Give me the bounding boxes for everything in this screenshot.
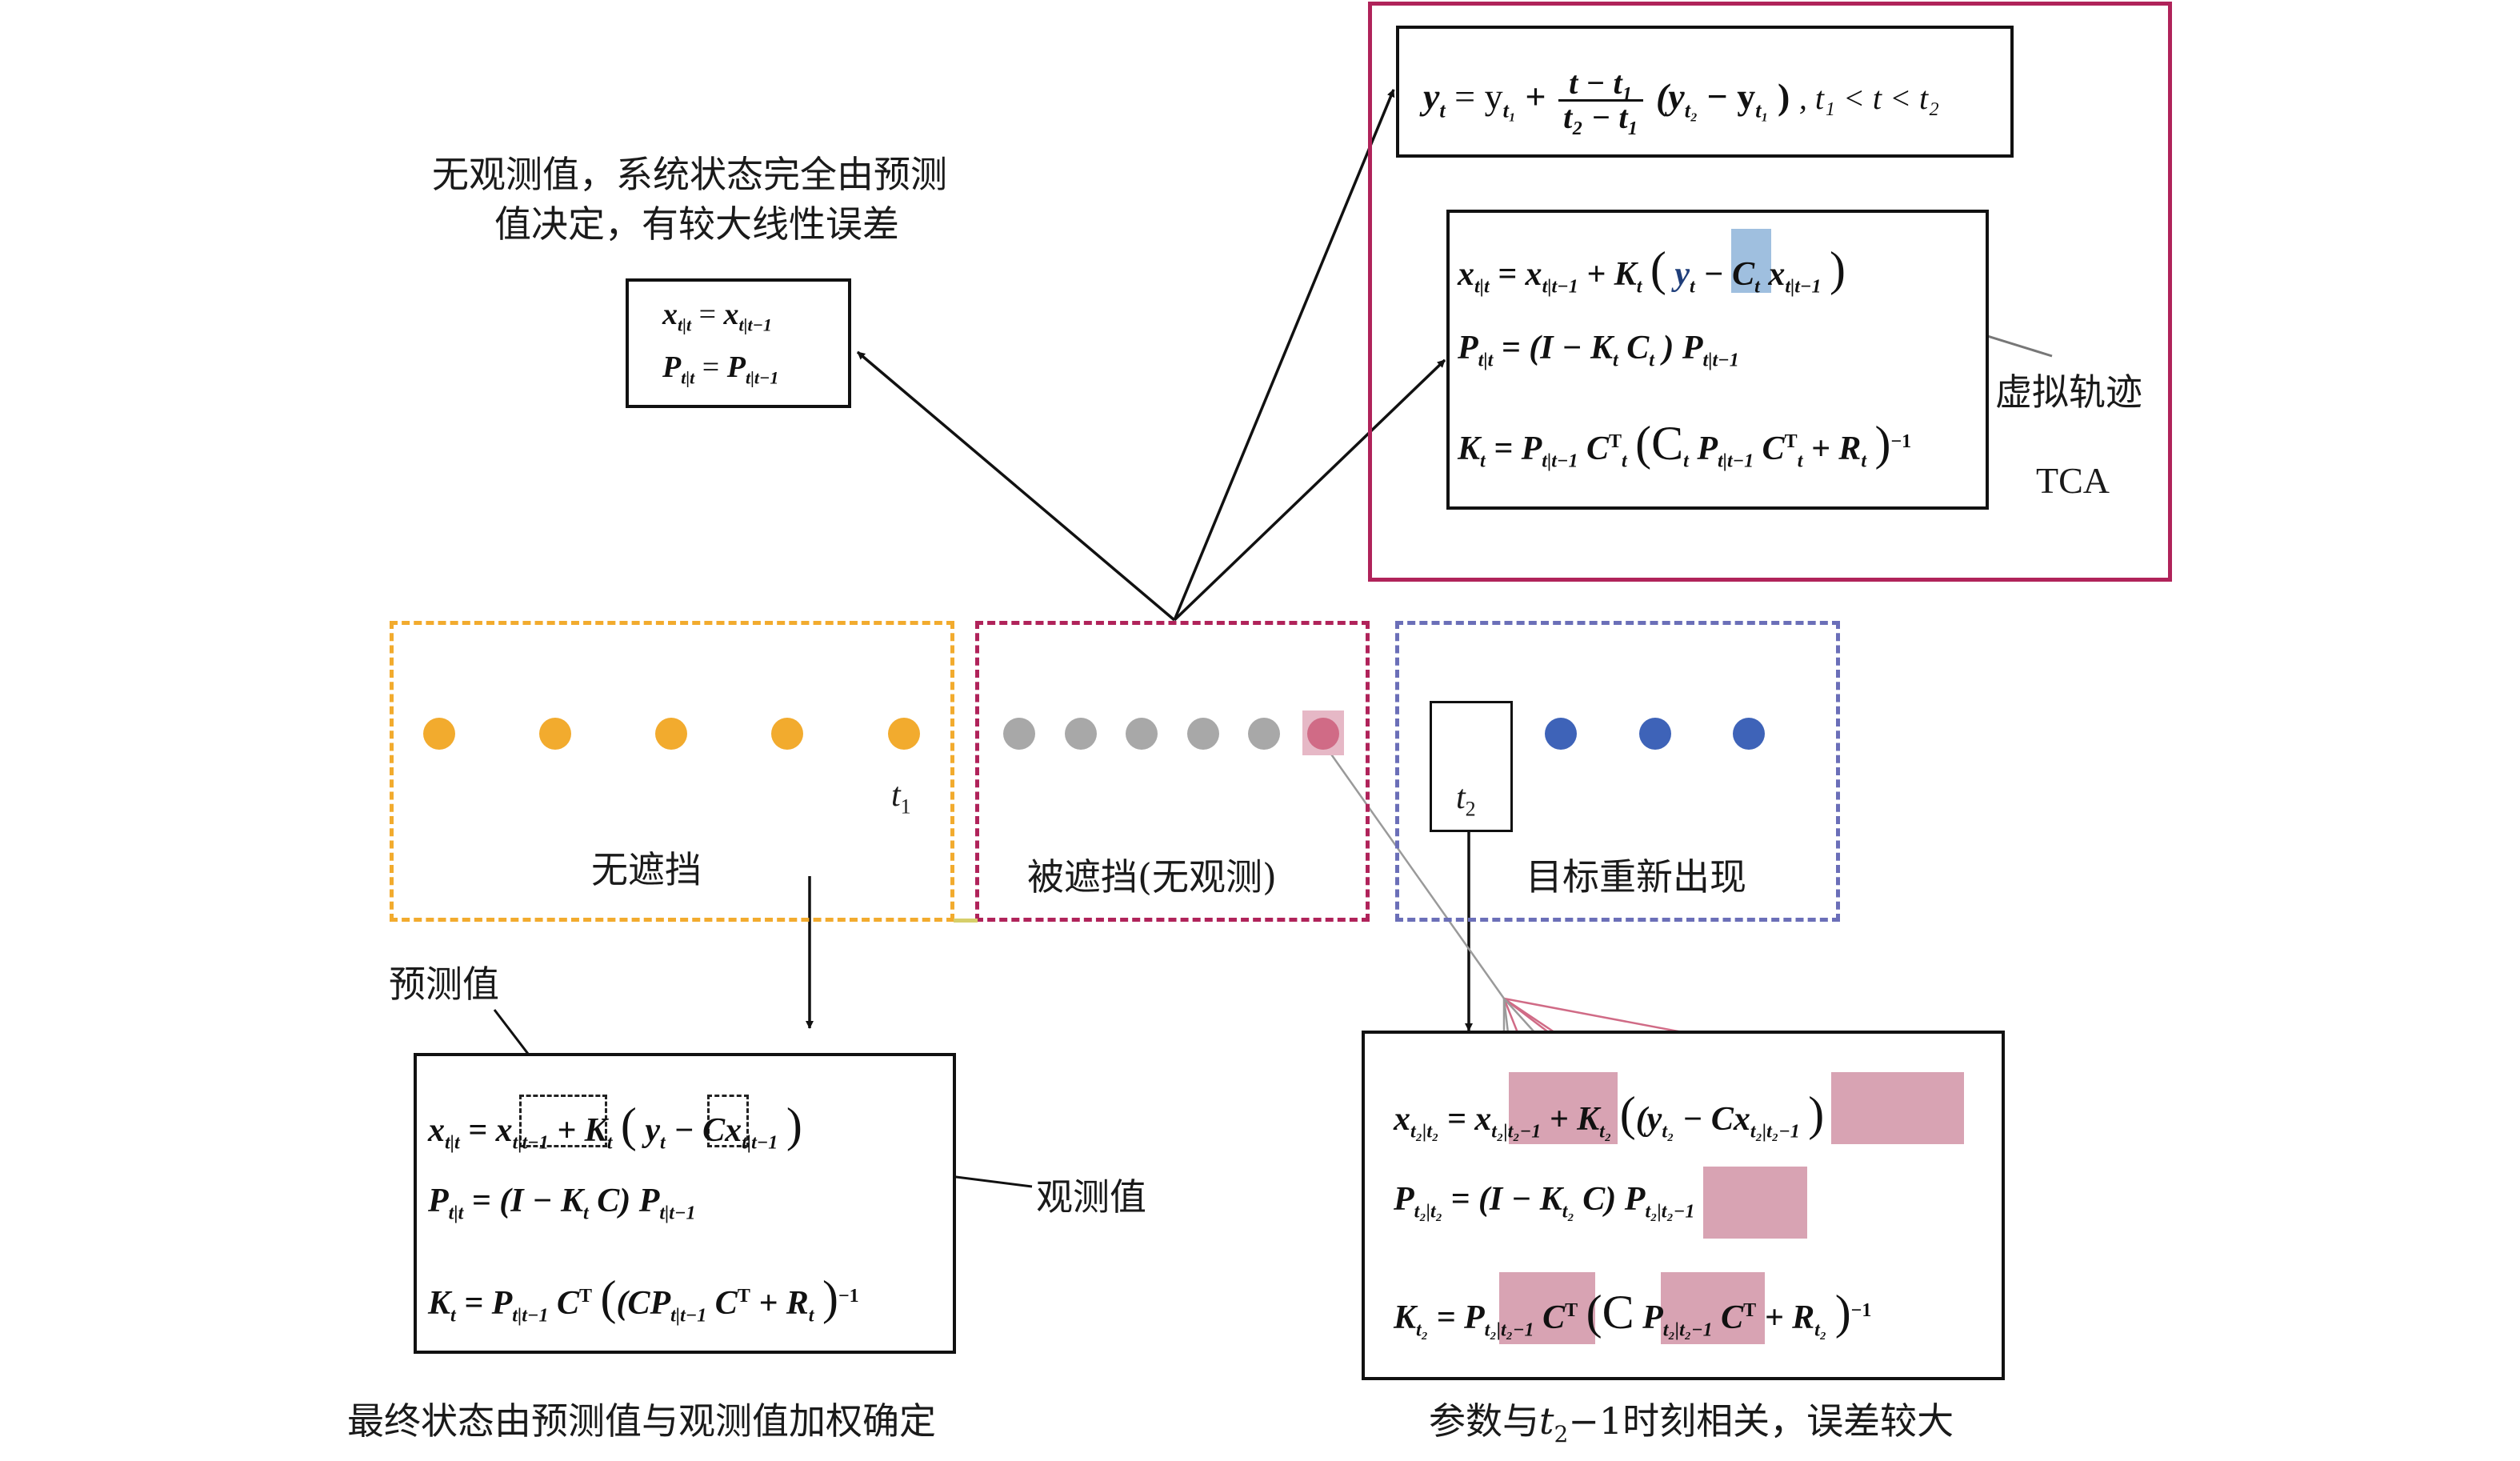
- track-dot-unoccluded-4: [771, 718, 803, 750]
- predicted-value-label: 预测值: [389, 963, 499, 1006]
- interpolation-box: yt = yt₁ + t − t₁ t₂ − t₁ (yt₂ − yt₁ ) ,…: [1396, 26, 2014, 158]
- track-dot-occluded-5: [1248, 718, 1280, 750]
- predicted-term-marker: [519, 1095, 607, 1147]
- bottom-right-caption: 参数与t2−1时刻相关，误差较大: [1429, 1399, 1954, 1448]
- reappear-gain-eq: Kt₂ = Pt₂|t₂−1 CT (C Pt₂|t₂−1 CT + Rt₂ )…: [1394, 1286, 1872, 1341]
- highlight-prior-cov-3: [1661, 1272, 1765, 1344]
- panel-unoccluded: 无遮挡: [390, 621, 954, 922]
- standard-gain-eq: Kt = Pt|t−1 CT ((CPt|t−1 CT + Rt )−1: [428, 1271, 859, 1327]
- track-dot-unoccluded-3: [655, 718, 687, 750]
- no-observation-caption-line1: 无观测值，系统状态完全由预测: [432, 153, 947, 196]
- tca-line-1: xt|t = xt|t−1 + Kt ( yt − Ct xt|t−1 ): [1458, 242, 1846, 298]
- track-dot-unoccluded-5: [888, 718, 920, 750]
- reappear-state-eq: xt₂|t₂ = xt₂|t₂−1 + Kt₂ ((yt₂ − Cxt₂|t₂−…: [1394, 1087, 1825, 1143]
- virtual-track-label: 虚拟轨迹: [1995, 370, 2142, 414]
- track-dot-occluded-1: [1003, 718, 1035, 750]
- track-dot-occluded-2: [1065, 718, 1097, 750]
- track-dot-occluded-3: [1126, 718, 1158, 750]
- reappear-cov-eq: Pt₂|t₂ = (I − Kt₂ C) Pt₂|t₂−1: [1394, 1181, 1695, 1223]
- reappear-filter-box: xt₂|t₂ = xt₂|t₂−1 + Kt₂ ((yt₂ − Cxt₂|t₂−…: [1362, 1031, 2005, 1380]
- interpolation-equation: yt = yt₁ + t − t₁ t₂ − t₁ (yt₂ − yt₁ ) ,…: [1423, 65, 1940, 135]
- arrow-to-tca-update: [1173, 358, 1446, 622]
- no-observation-caption-line2: 值决定，有较大线性误差: [494, 202, 899, 246]
- tca-update-box: xt|t = xt|t−1 + Kt ( yt − Ct xt|t−1 ) Pt…: [1446, 210, 1989, 510]
- panel-occluded-label: 被遮挡(无观测): [1027, 855, 1277, 899]
- track-dot-occluded-4: [1187, 718, 1219, 750]
- highlight-prior-cov-2: [1499, 1272, 1595, 1344]
- virtual-observation-highlight: [1731, 229, 1771, 293]
- panel-reappear: 目标重新出现: [1395, 621, 1840, 922]
- highlight-prior-state: [1509, 1072, 1618, 1144]
- tca-line-2: Pt|t = (I − Kt Ct ) Pt|t−1: [1458, 330, 1739, 371]
- bottom-left-caption: 最终状态由预测值与观测值加权确定: [347, 1399, 936, 1443]
- panel-join: [954, 919, 978, 923]
- panel-reappear-label: 目标重新出现: [1526, 855, 1746, 899]
- panel-unoccluded-label: 无遮挡: [591, 848, 702, 891]
- occluded-dot-link: [1322, 743, 1506, 999]
- highlight-prior-cov-1: [1703, 1167, 1807, 1239]
- track-dot-reappear-4: [1733, 718, 1765, 750]
- t2-label: t2: [1456, 779, 1476, 821]
- arrow-to-no-observation: [856, 350, 1176, 622]
- track-dot-unoccluded-1: [423, 718, 455, 750]
- standard-state-eq: xt|t = xt|t−1 + Kt ( yt − Cxt|t−1 ): [428, 1099, 802, 1154]
- standard-cov-eq: Pt|t = (I − Kt C) Pt|t−1: [428, 1183, 696, 1224]
- panel-occluded: 被遮挡(无观测): [975, 621, 1370, 922]
- observed-term-marker: [707, 1095, 749, 1147]
- track-dot-reappear-2: [1545, 718, 1577, 750]
- track-dot-occluded-last: [1307, 718, 1339, 750]
- track-dot-unoccluded-2: [539, 718, 571, 750]
- track-dot-reappear-3: [1639, 718, 1671, 750]
- t2-marker-box: t2: [1430, 701, 1513, 832]
- tca-line-3: Kt = Pt|t−1 CTt (Ct Pt|t−1 CTt + Rt )−1: [1458, 417, 1912, 472]
- tca-label: TCA: [2036, 460, 2110, 501]
- tca-frame: [1368, 2, 2172, 582]
- no-observation-state-eq: xt|t = xt|t−1: [662, 298, 772, 335]
- no-observation-cov-eq: Pt|t = Pt|t−1: [662, 350, 779, 388]
- arrow-to-interpolation: [1173, 89, 1395, 621]
- observed-value-label: 观测值: [1036, 1175, 1146, 1219]
- no-observation-box: xt|t = xt|t−1 Pt|t = Pt|t−1: [626, 278, 851, 408]
- t1-label: t1: [891, 777, 911, 819]
- standard-filter-box: xt|t = xt|t−1 + Kt ( yt − Cxt|t−1 ) Pt|t…: [414, 1053, 956, 1354]
- highlight-prior-measurement: [1831, 1072, 1964, 1144]
